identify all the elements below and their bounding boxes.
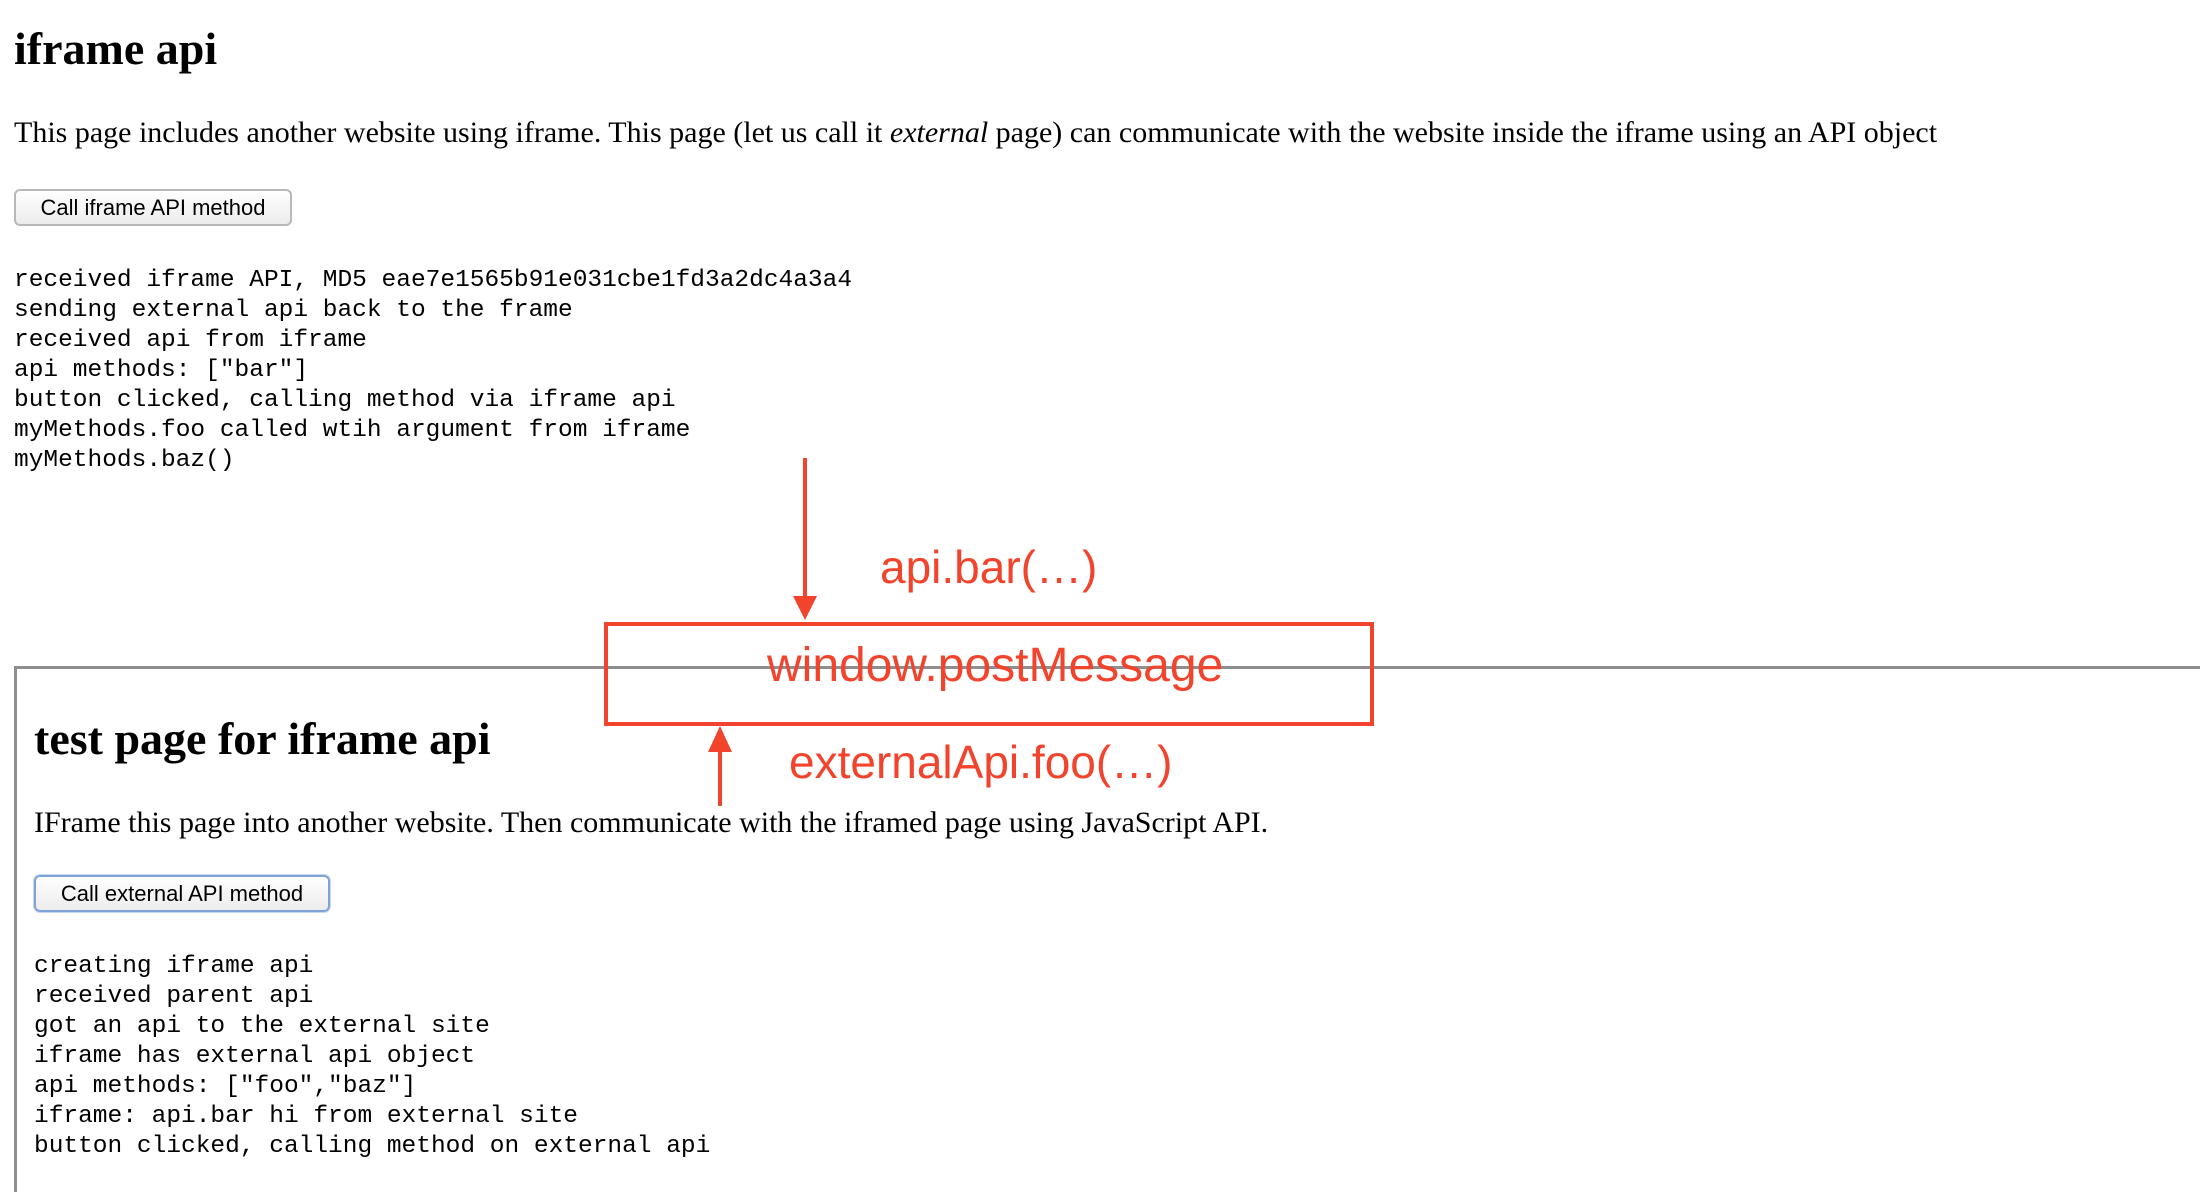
iframe-page-description: IFrame this page into another website. T… bbox=[34, 806, 1269, 839]
outer-log-output: received iframe API, MD5 eae7e1565b91e03… bbox=[14, 266, 852, 476]
iframe-border bbox=[14, 666, 2200, 1192]
log-line: creating iframe api bbox=[34, 953, 314, 980]
external-api-foo-label: externalApi.foo(…) bbox=[789, 736, 1173, 788]
log-line: received api from iframe bbox=[14, 327, 367, 354]
log-line: api methods: ["foo","baz"] bbox=[34, 1073, 417, 1100]
api-bar-label: api.bar(…) bbox=[880, 541, 1098, 593]
log-line: api methods: ["bar"] bbox=[14, 357, 309, 384]
log-line: button clicked, calling method on extern… bbox=[34, 1133, 711, 1160]
log-line: button clicked, calling method via ifram… bbox=[14, 387, 676, 414]
log-line: received iframe API, MD5 eae7e1565b91e03… bbox=[14, 267, 853, 294]
page-description: This page includes another website using… bbox=[14, 116, 1937, 150]
description-emphasis: external bbox=[889, 116, 989, 149]
down-arrow-icon bbox=[793, 458, 817, 620]
call-external-api-button[interactable]: Call external API method bbox=[34, 875, 330, 912]
log-line: sending external api back to the frame bbox=[14, 297, 573, 324]
description-text-start: This page includes another website using… bbox=[14, 116, 890, 149]
log-line: myMethods.foo called wtih argument from … bbox=[14, 417, 691, 444]
postmessage-box bbox=[604, 622, 1374, 726]
log-line: received parent api bbox=[34, 983, 314, 1010]
description-text-end: page) can communicate with the website i… bbox=[988, 116, 1938, 149]
call-iframe-api-button[interactable]: Call iframe API method bbox=[14, 189, 292, 226]
postmessage-label: window.postMessage bbox=[767, 639, 1224, 692]
log-line: iframe: api.bar hi from external site bbox=[34, 1103, 578, 1130]
log-line: iframe has external api object bbox=[34, 1043, 476, 1070]
page-title: iframe api bbox=[14, 23, 218, 74]
iframe-log-output: creating iframe api received parent api go… bbox=[34, 952, 710, 1162]
log-line: myMethods.baz() bbox=[14, 447, 235, 474]
iframe-page-title: test page for iframe api bbox=[34, 713, 491, 764]
log-line: got an api to the external site bbox=[34, 1013, 490, 1040]
